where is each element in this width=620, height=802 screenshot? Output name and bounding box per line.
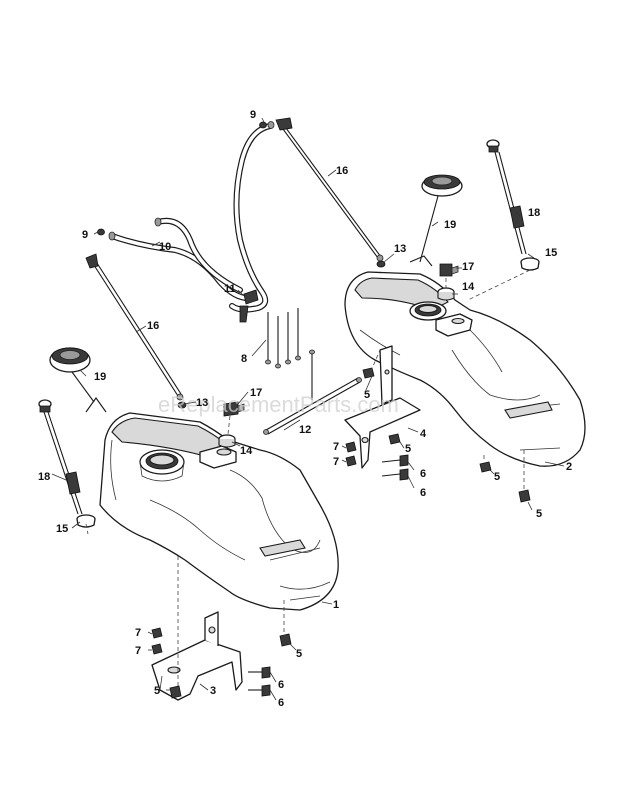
callout-13: 13 [394,243,406,255]
watermark: eReplacementParts.com [158,392,399,417]
fuel-cap-19-left [49,347,107,413]
clamp-13-right [376,260,386,268]
callout-6: 6 [420,487,426,499]
shutoff-valve-17-left [223,401,245,417]
vent-line-16-upper [275,117,384,262]
callout-18: 18 [528,207,540,219]
alignment-lines [85,269,531,690]
callout-16: 16 [147,320,159,332]
nut-5-b [388,433,401,445]
bolt-6-a [381,454,409,467]
fuel-cap-19-right [409,174,463,267]
grommet-15-right [520,257,540,271]
callout-4: 4 [420,428,427,440]
callout-2: 2 [566,461,572,473]
callout-9: 9 [82,229,88,241]
fuel-gauge-18-left [38,399,83,515]
callout-5: 5 [536,508,542,520]
callout-11: 11 [224,283,236,295]
callout-6: 6 [420,468,426,480]
callout-17: 17 [250,387,262,399]
callout-19: 19 [94,371,106,383]
tank-bracket-upper [344,345,421,469]
callout-5: 5 [494,471,500,483]
bolt-6-b [381,468,409,481]
filler-neck-right [409,301,447,321]
nut-5-c [479,461,492,473]
callout-14: 14 [240,445,253,457]
callout-7: 7 [333,441,339,453]
callout-12: 12 [299,424,311,436]
shutoff-valve-17-right [439,263,459,277]
fuel-gauge-18-right [486,139,527,255]
callout-10: 10 [159,241,171,253]
tank-bracket-lower [151,611,243,701]
nut-7-b [345,455,357,467]
callout-5: 5 [405,443,411,455]
callout-9: 9 [250,109,256,121]
callout-15: 15 [545,247,557,259]
callout-15: 15 [56,523,68,535]
rod-12 [263,377,362,435]
bolt-6-c [248,666,271,679]
callout-7: 7 [333,456,339,468]
filler-neck-left [139,449,185,482]
callout-6: 6 [278,679,284,691]
tank-vent-boss-right [435,313,473,337]
fuel-hose-long [229,121,275,313]
callout-16: 16 [336,165,348,177]
clamp-9-upper [259,121,267,129]
callout-14: 14 [462,281,475,293]
callout-8: 8 [241,353,247,365]
nut-5-e [279,633,292,647]
bushing-14-right [437,287,455,301]
nut-7-a [345,441,357,453]
callout-5: 5 [296,648,302,660]
callout-3: 3 [210,685,216,697]
callout-5: 5 [154,685,160,697]
fuel-hose-10 [108,217,255,302]
tee-fitting-11 [239,289,259,323]
callout-5: 5 [364,389,370,401]
grommet-15-left [76,514,96,528]
nut-5-f [169,685,182,699]
cable-ties-8 [265,308,315,400]
callout-7: 7 [135,645,141,657]
callout-18: 18 [38,471,50,483]
bushing-14-left [218,434,236,448]
clamp-13-left [177,401,187,409]
clamp-9-left [97,228,105,236]
nut-7-c [151,627,163,639]
callout-1: 1 [333,599,339,611]
nut-7-d [151,643,163,655]
callout-7: 7 [135,627,141,639]
callouts: 1 2 3 4 5 5 5 5 5 5 6 6 6 6 7 7 7 7 8 9 … [38,109,572,709]
callout-17: 17 [462,261,474,273]
leader-lines [51,117,565,701]
vent-line-16-lower [85,253,184,401]
bolt-6-d [248,684,271,697]
nut-5-d [518,489,531,503]
callout-13: 13 [196,397,208,409]
callout-6: 6 [278,697,284,709]
callout-19: 19 [444,219,456,231]
